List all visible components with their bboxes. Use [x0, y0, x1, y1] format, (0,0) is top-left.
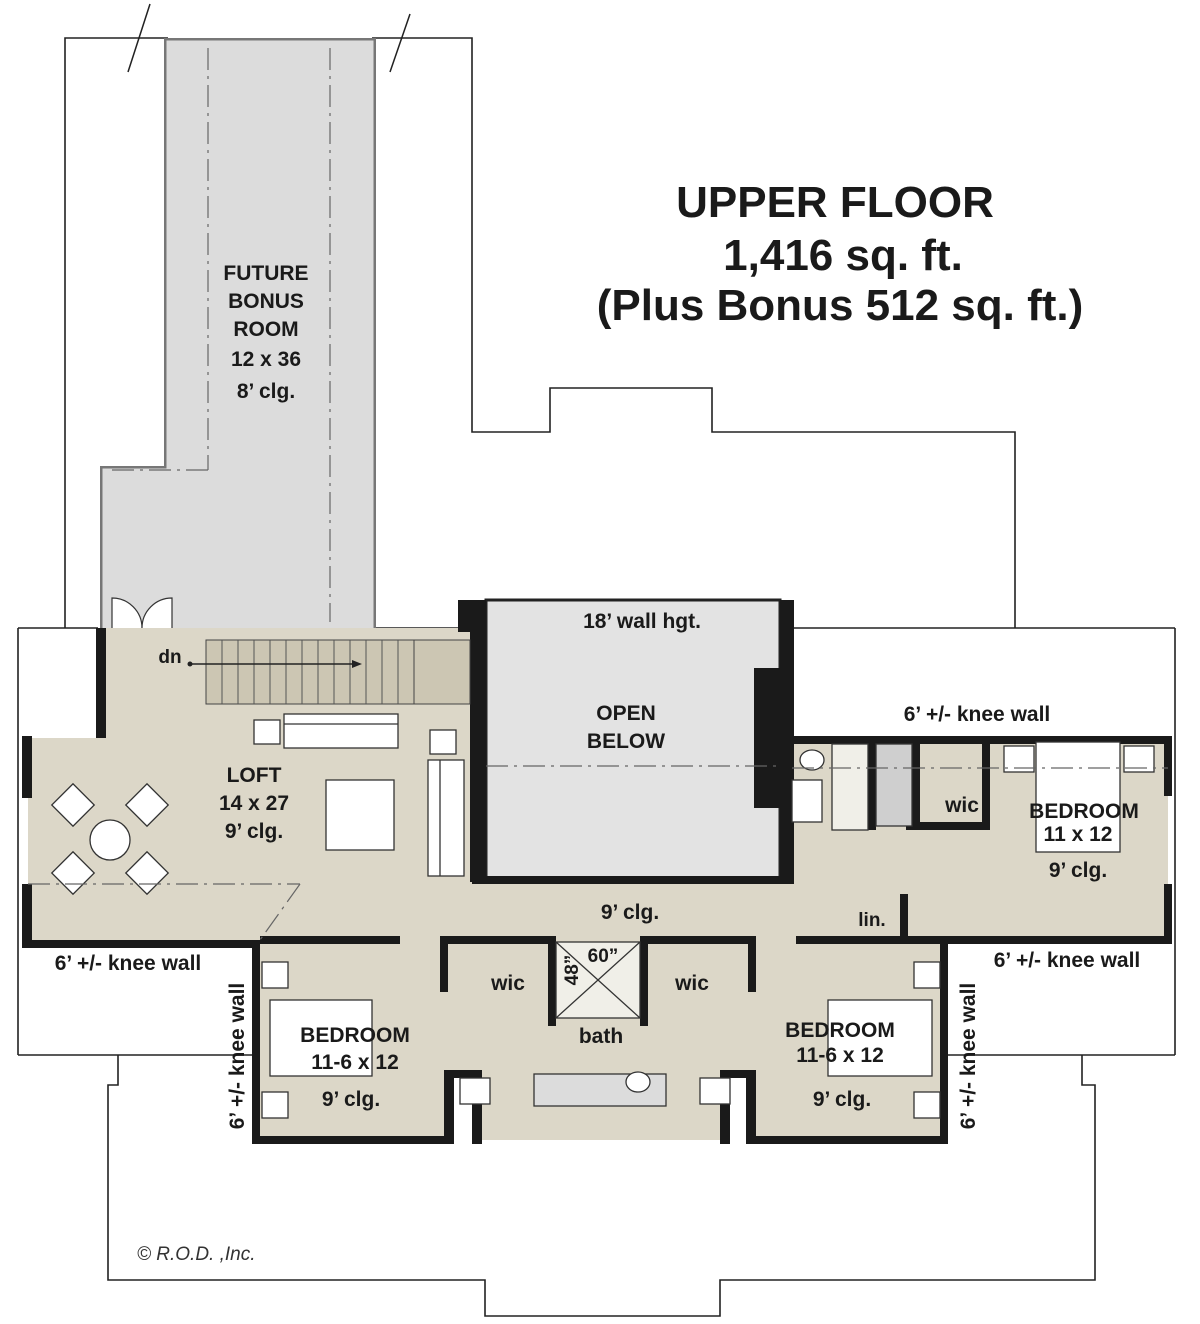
roof-outlines — [17, 37, 1176, 1317]
bedroom-se-ceiling: 9’ clg. — [813, 1088, 871, 1111]
loft-name: LOFT — [227, 764, 282, 787]
shower-width-label: 60” — [588, 946, 619, 967]
bedroom-sw-name: BEDROOM — [300, 1024, 410, 1047]
open-below-label-2: BELOW — [587, 730, 665, 753]
open-below-label-1: OPEN — [596, 702, 656, 725]
main-floor — [28, 598, 1168, 1140]
knee-wall-right-vertical: 6’ +/- knee wall — [957, 983, 980, 1130]
east-bedroom-fixtures — [791, 741, 1155, 853]
walls — [22, 600, 1172, 1144]
bonus-label-2: BONUS — [228, 290, 304, 313]
title-line-2: 1,416 sq. ft. — [723, 231, 963, 280]
south-fixtures — [261, 941, 941, 1119]
bedroom-se-name: BEDROOM — [785, 1019, 895, 1042]
bedroom-east-name: BEDROOM — [1029, 800, 1139, 823]
title-line-3: (Plus Bonus 512 sq. ft.) — [597, 281, 1084, 330]
bedroom-sw-wic: wic — [490, 972, 525, 995]
hall-ceiling: 9’ clg. — [601, 901, 659, 924]
bedroom-east-wic: wic — [944, 794, 979, 817]
bedroom-east-ceiling: 9’ clg. — [1049, 859, 1107, 882]
stairs — [187, 639, 471, 705]
ceiling-lines — [28, 765, 1168, 941]
copyright-credit: © R.O.D. ,Inc. — [137, 1244, 256, 1265]
title-line-1: UPPER FLOOR — [676, 178, 994, 227]
wall-height-label: 18’ wall hgt. — [583, 610, 701, 633]
loft-ceiling: 9’ clg. — [225, 820, 283, 843]
bonus-label-3: ROOM — [233, 318, 298, 341]
bonus-ceiling: 8’ clg. — [237, 380, 295, 403]
shower-depth-label: 48” — [562, 955, 583, 986]
bonus-size: 12 x 36 — [231, 348, 301, 371]
knee-wall-left-vertical: 6’ +/- knee wall — [226, 983, 249, 1130]
bath-label: bath — [579, 1025, 623, 1048]
bedroom-east-size: 11 x 12 — [1044, 823, 1113, 846]
knee-wall-east-top: 6’ +/- knee wall — [904, 703, 1051, 726]
bedroom-se-wic: wic — [674, 972, 709, 995]
bonus-label-1: FUTURE — [223, 262, 308, 285]
knee-wall-southeast: 6’ +/- knee wall — [994, 949, 1141, 972]
stair-down-label: dn — [158, 647, 181, 668]
knee-wall-west: 6’ +/- knee wall — [55, 952, 202, 975]
plan-title: UPPER FLOOR 1,416 sq. ft. (Plus Bonus 51… — [597, 178, 1084, 330]
loft-furniture — [50, 713, 465, 896]
bonus-room — [100, 3, 411, 632]
room-labels: FUTURE BONUS ROOM 12 x 36 8’ clg. 18’ wa… — [55, 262, 1141, 1129]
bedroom-sw-size: 11-6 x 12 — [311, 1051, 399, 1074]
bedroom-se-size: 11-6 x 12 — [796, 1044, 884, 1067]
linen-label: lin. — [858, 910, 885, 931]
bedroom-sw-ceiling: 9’ clg. — [322, 1088, 380, 1111]
loft-size: 14 x 27 — [219, 792, 289, 815]
